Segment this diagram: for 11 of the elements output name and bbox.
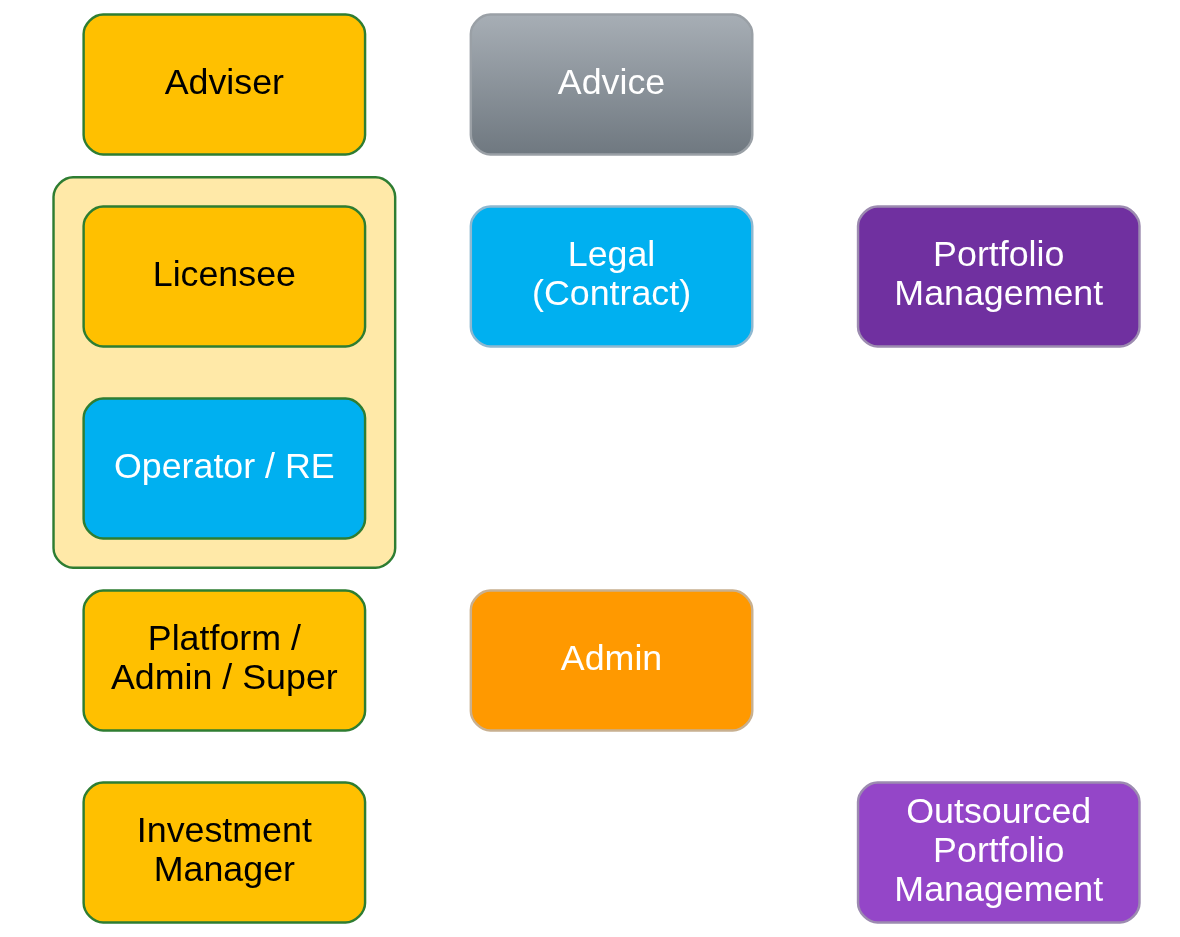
node-box: Portfolio Management bbox=[856, 205, 1141, 348]
cluster bbox=[52, 176, 397, 569]
node-box: Operator / RE bbox=[82, 397, 367, 540]
node-box: Adviser bbox=[82, 13, 367, 156]
node-box: Admin bbox=[469, 589, 754, 732]
node-box: Investment Manager bbox=[82, 781, 367, 924]
node-box: Advice bbox=[469, 13, 754, 156]
node-box: Legal (Contract) bbox=[469, 205, 754, 348]
node-box: Platform / Admin / Super bbox=[82, 589, 367, 732]
node-box: Licensee bbox=[82, 205, 367, 348]
node-box: Outsourced Portfolio Management bbox=[856, 781, 1141, 924]
